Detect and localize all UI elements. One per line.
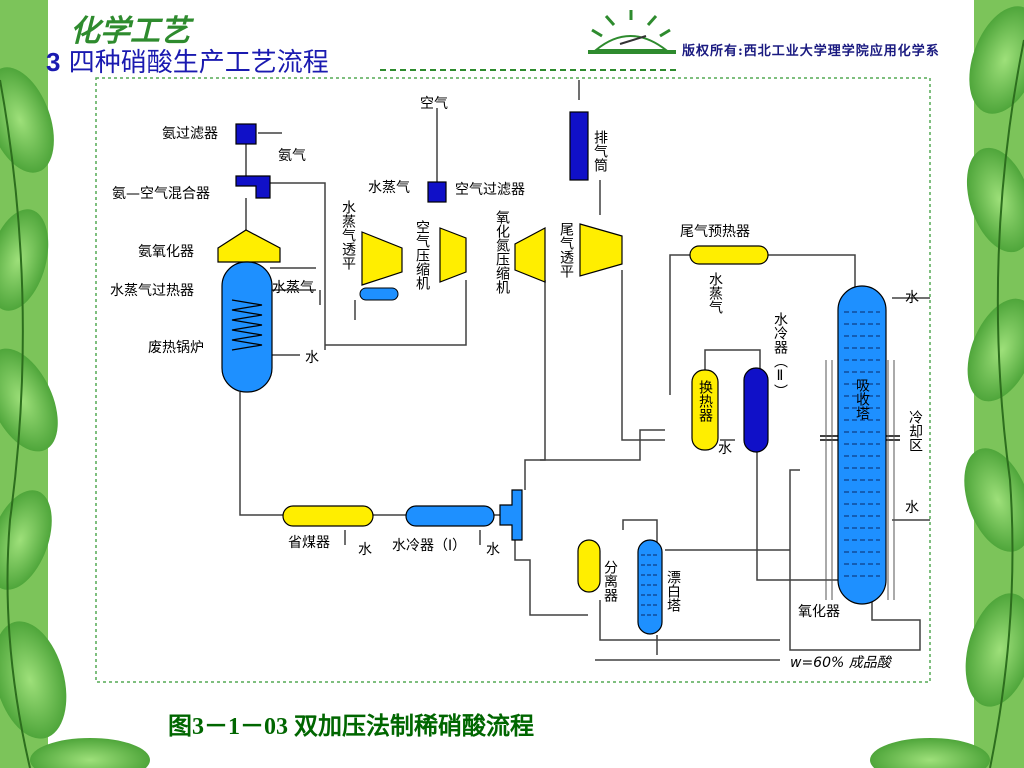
- sun-logo-icon: [588, 10, 676, 54]
- label-ammonia-filter: 氨过滤器: [162, 126, 218, 142]
- absorption-tower: [837, 285, 887, 605]
- label-water-cooler-2: 水冷器（Ⅱ）: [772, 312, 788, 398]
- air-compressor: [439, 227, 467, 283]
- section-number: 3: [46, 47, 61, 77]
- label-air: 空气: [420, 96, 448, 112]
- label-oxidizer-bottom: 氧化器: [798, 604, 840, 620]
- labels: 氨过滤器 氨气 氨—空气混合器 氨氧化器 水蒸气过热器 水蒸气 废热锅炉 水 空…: [110, 96, 923, 671]
- label-water-boiler: 水: [305, 350, 319, 366]
- heat-exchanger: [691, 369, 719, 451]
- figure-caption: 图3－1－03 双加压法制稀硝酸流程: [168, 714, 534, 740]
- label-tail-gas-turbine: 尾气透平: [558, 222, 574, 278]
- label-economizer: 省煤器: [288, 535, 330, 551]
- absorber-cooling-coils: [825, 360, 895, 600]
- economizer: [282, 505, 374, 527]
- label-steam-superheater: 水蒸气过热器: [110, 283, 194, 299]
- label-water-top: 水: [905, 290, 919, 306]
- copyright-text: 版权所有:西北工业大学理学院应用化学系: [682, 44, 940, 59]
- tail-gas-preheater: [689, 245, 769, 265]
- label-product-acid: w=60% 成品酸: [790, 655, 893, 671]
- label-steam-preheater: 水蒸气: [707, 272, 723, 314]
- bleaching-tower: [637, 539, 663, 635]
- label-cooling-zone: 冷却区: [907, 410, 923, 452]
- label-ammonia-gas: 氨气: [278, 148, 306, 164]
- ammonia-oxidizer: [217, 229, 281, 263]
- label-absorption-tower: 吸收塔: [854, 378, 870, 420]
- absorber-trays: [844, 311, 880, 577]
- label-water-hx: 水: [718, 441, 732, 457]
- label-no-compressor: 氧化氮压缩机: [494, 210, 510, 295]
- water-cooler-2: [743, 367, 769, 453]
- label-bleaching-tower: 漂白塔: [665, 570, 681, 612]
- leaf-border-right: [964, 0, 1024, 768]
- no-compressor: [514, 227, 546, 283]
- boiler-coil: [231, 299, 263, 351]
- label-water-econ: 水: [358, 542, 372, 558]
- label-steam-in: 水蒸气: [272, 280, 314, 296]
- label-waste-heat-boiler: 废热锅炉: [148, 340, 204, 356]
- label-steam-turbine: 水蒸气透平: [340, 200, 356, 270]
- separator: [577, 539, 601, 593]
- leaf-border-left: [0, 0, 67, 768]
- slide-title: 3 四种硝酸生产工艺流程: [46, 42, 329, 79]
- label-water-cooler-1: 水冷器（Ⅰ）: [392, 538, 466, 554]
- label-water-wc1: 水: [486, 542, 500, 558]
- label-air-filter: 空气过滤器: [455, 182, 525, 198]
- label-exhaust-stack: 排气筒: [592, 130, 608, 173]
- exhaust-stack: [569, 111, 589, 181]
- tail-gas-turbine: [579, 223, 623, 277]
- label-ammonia-air-mixer: 氨—空气混合器: [112, 186, 210, 202]
- ammonia-filter: [235, 123, 257, 145]
- steam-turbine: [361, 231, 403, 286]
- label-steam-top: 水蒸气: [368, 180, 410, 196]
- diagram-frame: [95, 77, 931, 683]
- label-heat-exchanger: 换热器: [697, 379, 713, 422]
- leaf-border-bottom: [30, 738, 990, 768]
- bleaching-trays: [641, 554, 659, 616]
- gas-separator-tee: [499, 489, 523, 541]
- label-water-mid: 水: [905, 500, 919, 516]
- label-air-compressor: 空气压缩机: [414, 220, 430, 291]
- air-filter: [427, 181, 447, 203]
- steam-turbine-base: [359, 287, 399, 301]
- logo-text: 化学工艺: [70, 14, 190, 49]
- section-title: 四种硝酸生产工艺流程: [68, 48, 329, 78]
- ammonia-air-mixer: [235, 175, 271, 199]
- label-separator: 分离器: [602, 560, 618, 602]
- water-cooler-1: [405, 505, 495, 527]
- label-tail-gas-preheater: 尾气预热器: [680, 224, 750, 240]
- label-ammonia-oxidizer: 氨氧化器: [138, 244, 194, 260]
